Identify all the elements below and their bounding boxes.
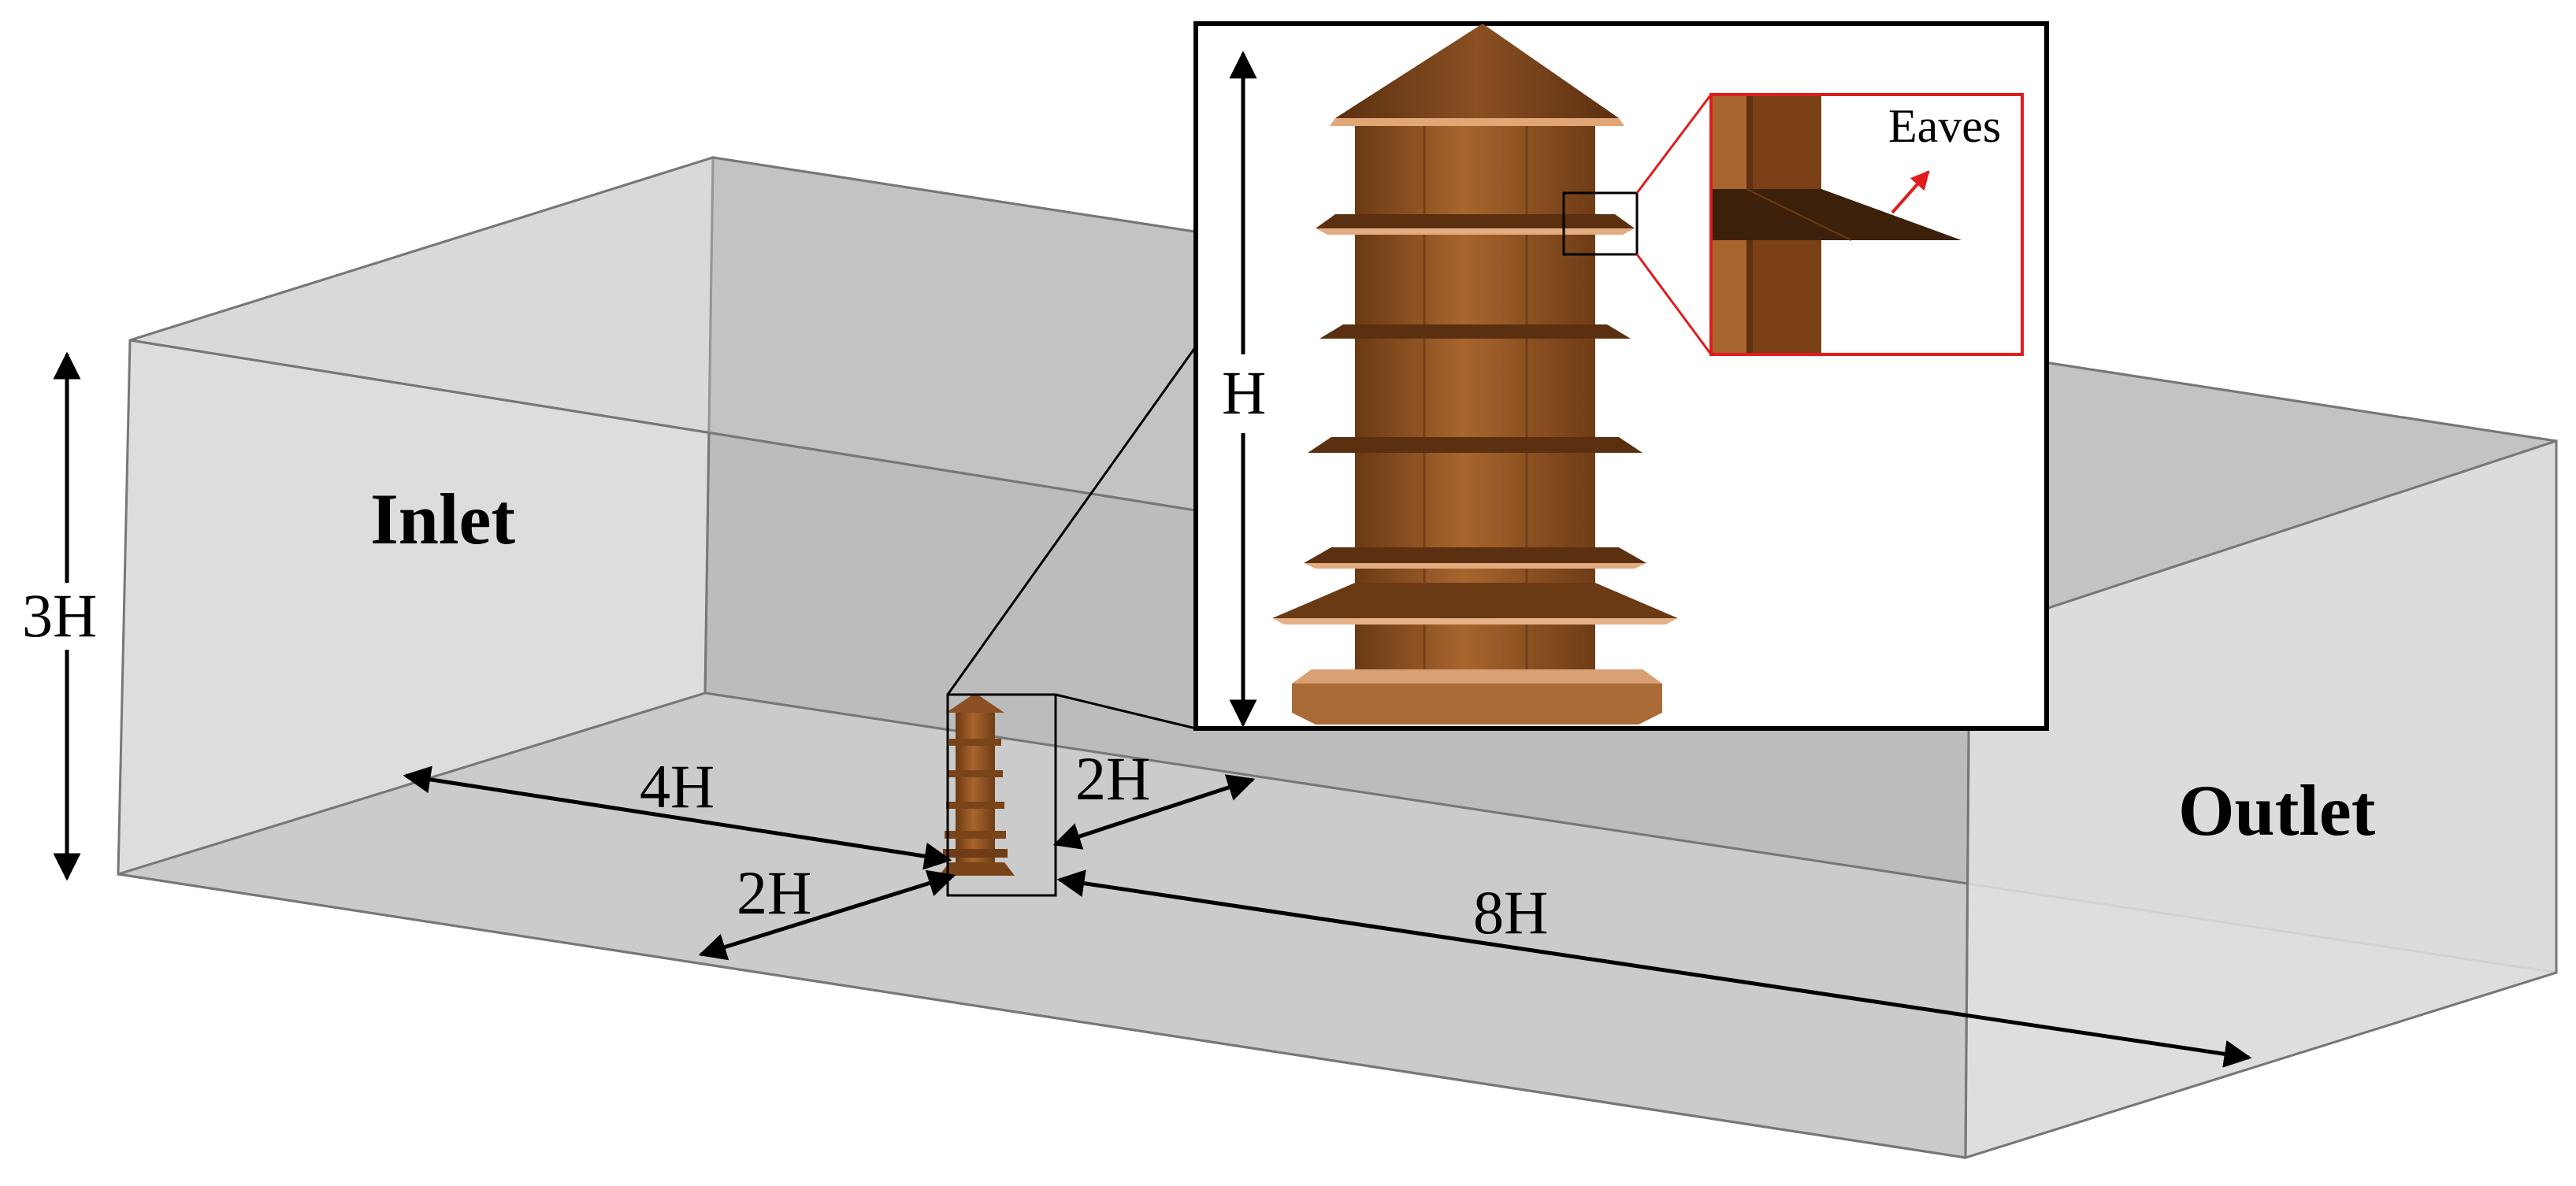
domain-front-bottom-edge [117,873,1966,1159]
arrow-4h [403,765,952,870]
dimension-arrows [53,351,2252,1068]
pagoda-model-large [1272,24,1678,725]
zoom-connector-right [1055,693,1197,730]
label-inlet: Inlet [370,479,515,559]
label-3h: 3H [22,581,97,650]
zoom-connector-left [946,346,1197,695]
label-8h: 8H [1473,878,1548,947]
label-4h: 4H [640,752,715,821]
label-2h-right: 2H [1075,744,1150,813]
arrow-8h [1056,869,2252,1068]
pagoda-model-small [939,693,1015,876]
label-h: H [1222,358,1266,427]
inset-panel: H [1193,21,2049,731]
arrow-2h-right [1052,774,1256,850]
label-2h-left: 2H [737,858,811,927]
detail-connector-bottom [1635,254,1713,355]
eave-detail-panel: Eaves [1709,93,2024,356]
eaves-pointer-arrow [1891,170,1930,214]
label-eaves: Eaves [1888,100,2001,152]
label-outlet: Outlet [2178,770,2376,851]
eave-detail-box [1562,191,1639,256]
arrow-2h-left [698,869,956,961]
detail-connector-top [1635,94,1713,194]
eave-detail-frame [1709,93,2024,356]
